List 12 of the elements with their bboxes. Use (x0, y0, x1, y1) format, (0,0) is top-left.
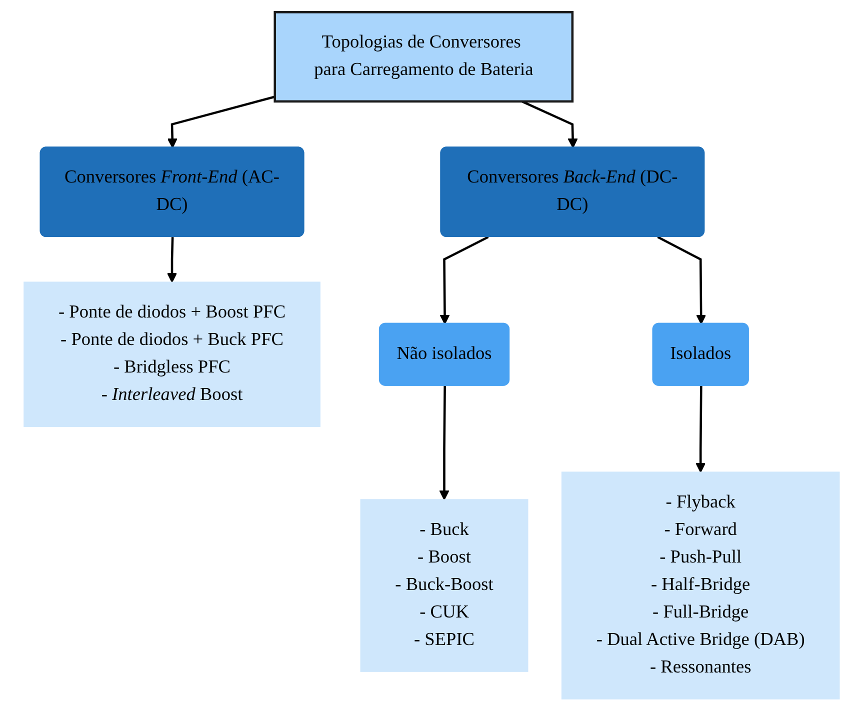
arrow (167, 237, 178, 283)
node-box (24, 282, 321, 428)
arrow (440, 386, 450, 500)
arrow (168, 96, 276, 148)
arrow (522, 100, 578, 148)
arrow (696, 386, 706, 473)
flowchart: Topologias de Conversores para Carregamento de Bateria Conversores Front-End (AC-DC) Conversores Back-End (DC-DC) - Ponte de diodos + Boost PFC - Ponte de diodos + Buck PFC - Bridgless PFC - Interleaved Boost Não isolados Isolados - Buck - Boost - Buck-Boost - CUK - SEPIC - Flyback - Forward - Push-Pull - Half-Bridge - Full-Bridge - Dual Active Bridge (DAB) - Ressonantes (15, 3, 849, 708)
node-box (360, 499, 529, 672)
arrow (658, 236, 706, 324)
node-box (274, 11, 574, 103)
arrow (440, 236, 490, 324)
node-box (562, 472, 840, 700)
